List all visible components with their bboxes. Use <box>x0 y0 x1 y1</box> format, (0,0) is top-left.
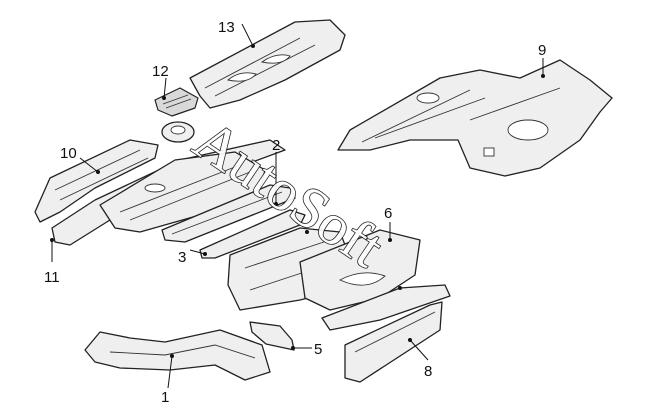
part-12-pad[interactable] <box>154 87 199 117</box>
part-13-rear-shelf[interactable] <box>189 19 346 109</box>
callout-13: 13 <box>218 19 235 36</box>
callout-1: 1 <box>161 389 169 406</box>
part-1-front-rail[interactable] <box>84 329 271 381</box>
callout-3: 3 <box>178 249 186 266</box>
callout-12: 12 <box>152 63 169 80</box>
part-10-side-rail[interactable] <box>34 139 159 223</box>
callout-9: 9 <box>538 42 546 59</box>
callout-8: 8 <box>424 363 432 380</box>
part-2-crossmember[interactable] <box>161 184 296 243</box>
callout-6: 6 <box>384 205 392 222</box>
leader-lines <box>50 23 545 389</box>
part-9-rear-floor[interactable] <box>337 59 613 177</box>
part-6-rear-center-floor[interactable] <box>299 229 421 311</box>
front-floor-pan[interactable] <box>99 151 266 233</box>
spring-cup-bracket[interactable] <box>161 121 195 143</box>
part-3-bracket[interactable] <box>199 209 306 259</box>
callout-2: 2 <box>272 137 280 154</box>
part-8-rear-panel[interactable] <box>344 301 443 383</box>
callout-5: 5 <box>314 341 322 358</box>
callout-10: 10 <box>60 145 77 162</box>
callout-labels: 13 12 10 11 2 3 6 9 5 8 1 <box>44 19 546 406</box>
callout-11: 11 <box>44 269 60 286</box>
part-5-tab[interactable] <box>249 321 295 351</box>
